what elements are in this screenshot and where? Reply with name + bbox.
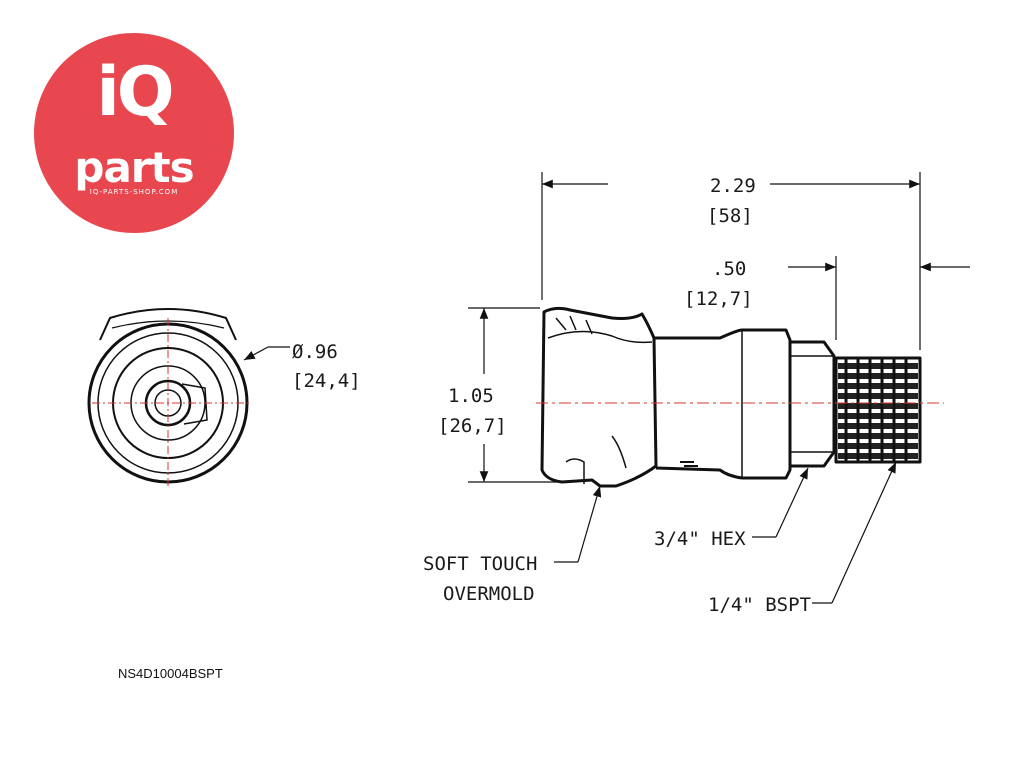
thread-callout: 1/4" BSPT [708,594,811,616]
part-number: NS4D10004BSPT [118,666,223,681]
thread-length-dimension [788,256,970,340]
overmold-leader [554,485,602,563]
diameter-leader [243,346,290,361]
thread-length-mm-label: [12,7] [684,288,753,310]
overall-length-dimension [541,172,921,350]
logo-word-parts: parts [74,143,194,192]
overall-length-label: 2.29 [710,175,756,197]
overall-length-mm-label: [58] [707,205,753,227]
overmold-callout-line2: OVERMOLD [443,583,535,605]
diameter-label: Ø.96 [292,341,338,363]
end-view [87,308,250,488]
height-label: 1.05 [448,385,494,407]
height-dimension [468,307,560,483]
hex-callout: 3/4" HEX [654,528,746,550]
thread-leader [812,461,897,604]
hex-leader [752,467,809,538]
overmold-callout-line1: SOFT TOUCH [423,553,537,575]
logo-url: IQ-PARTS-SHOP.COM [89,188,179,196]
logo-word-iq: iQ [96,53,174,132]
height-mm-label: [26,7] [438,415,507,437]
thread-length-label: .50 [712,258,746,280]
diameter-mm-label: [24,4] [292,370,361,392]
side-view [536,306,944,488]
iq-parts-logo: iQ parts IQ-PARTS-SHOP.COM [34,33,234,233]
